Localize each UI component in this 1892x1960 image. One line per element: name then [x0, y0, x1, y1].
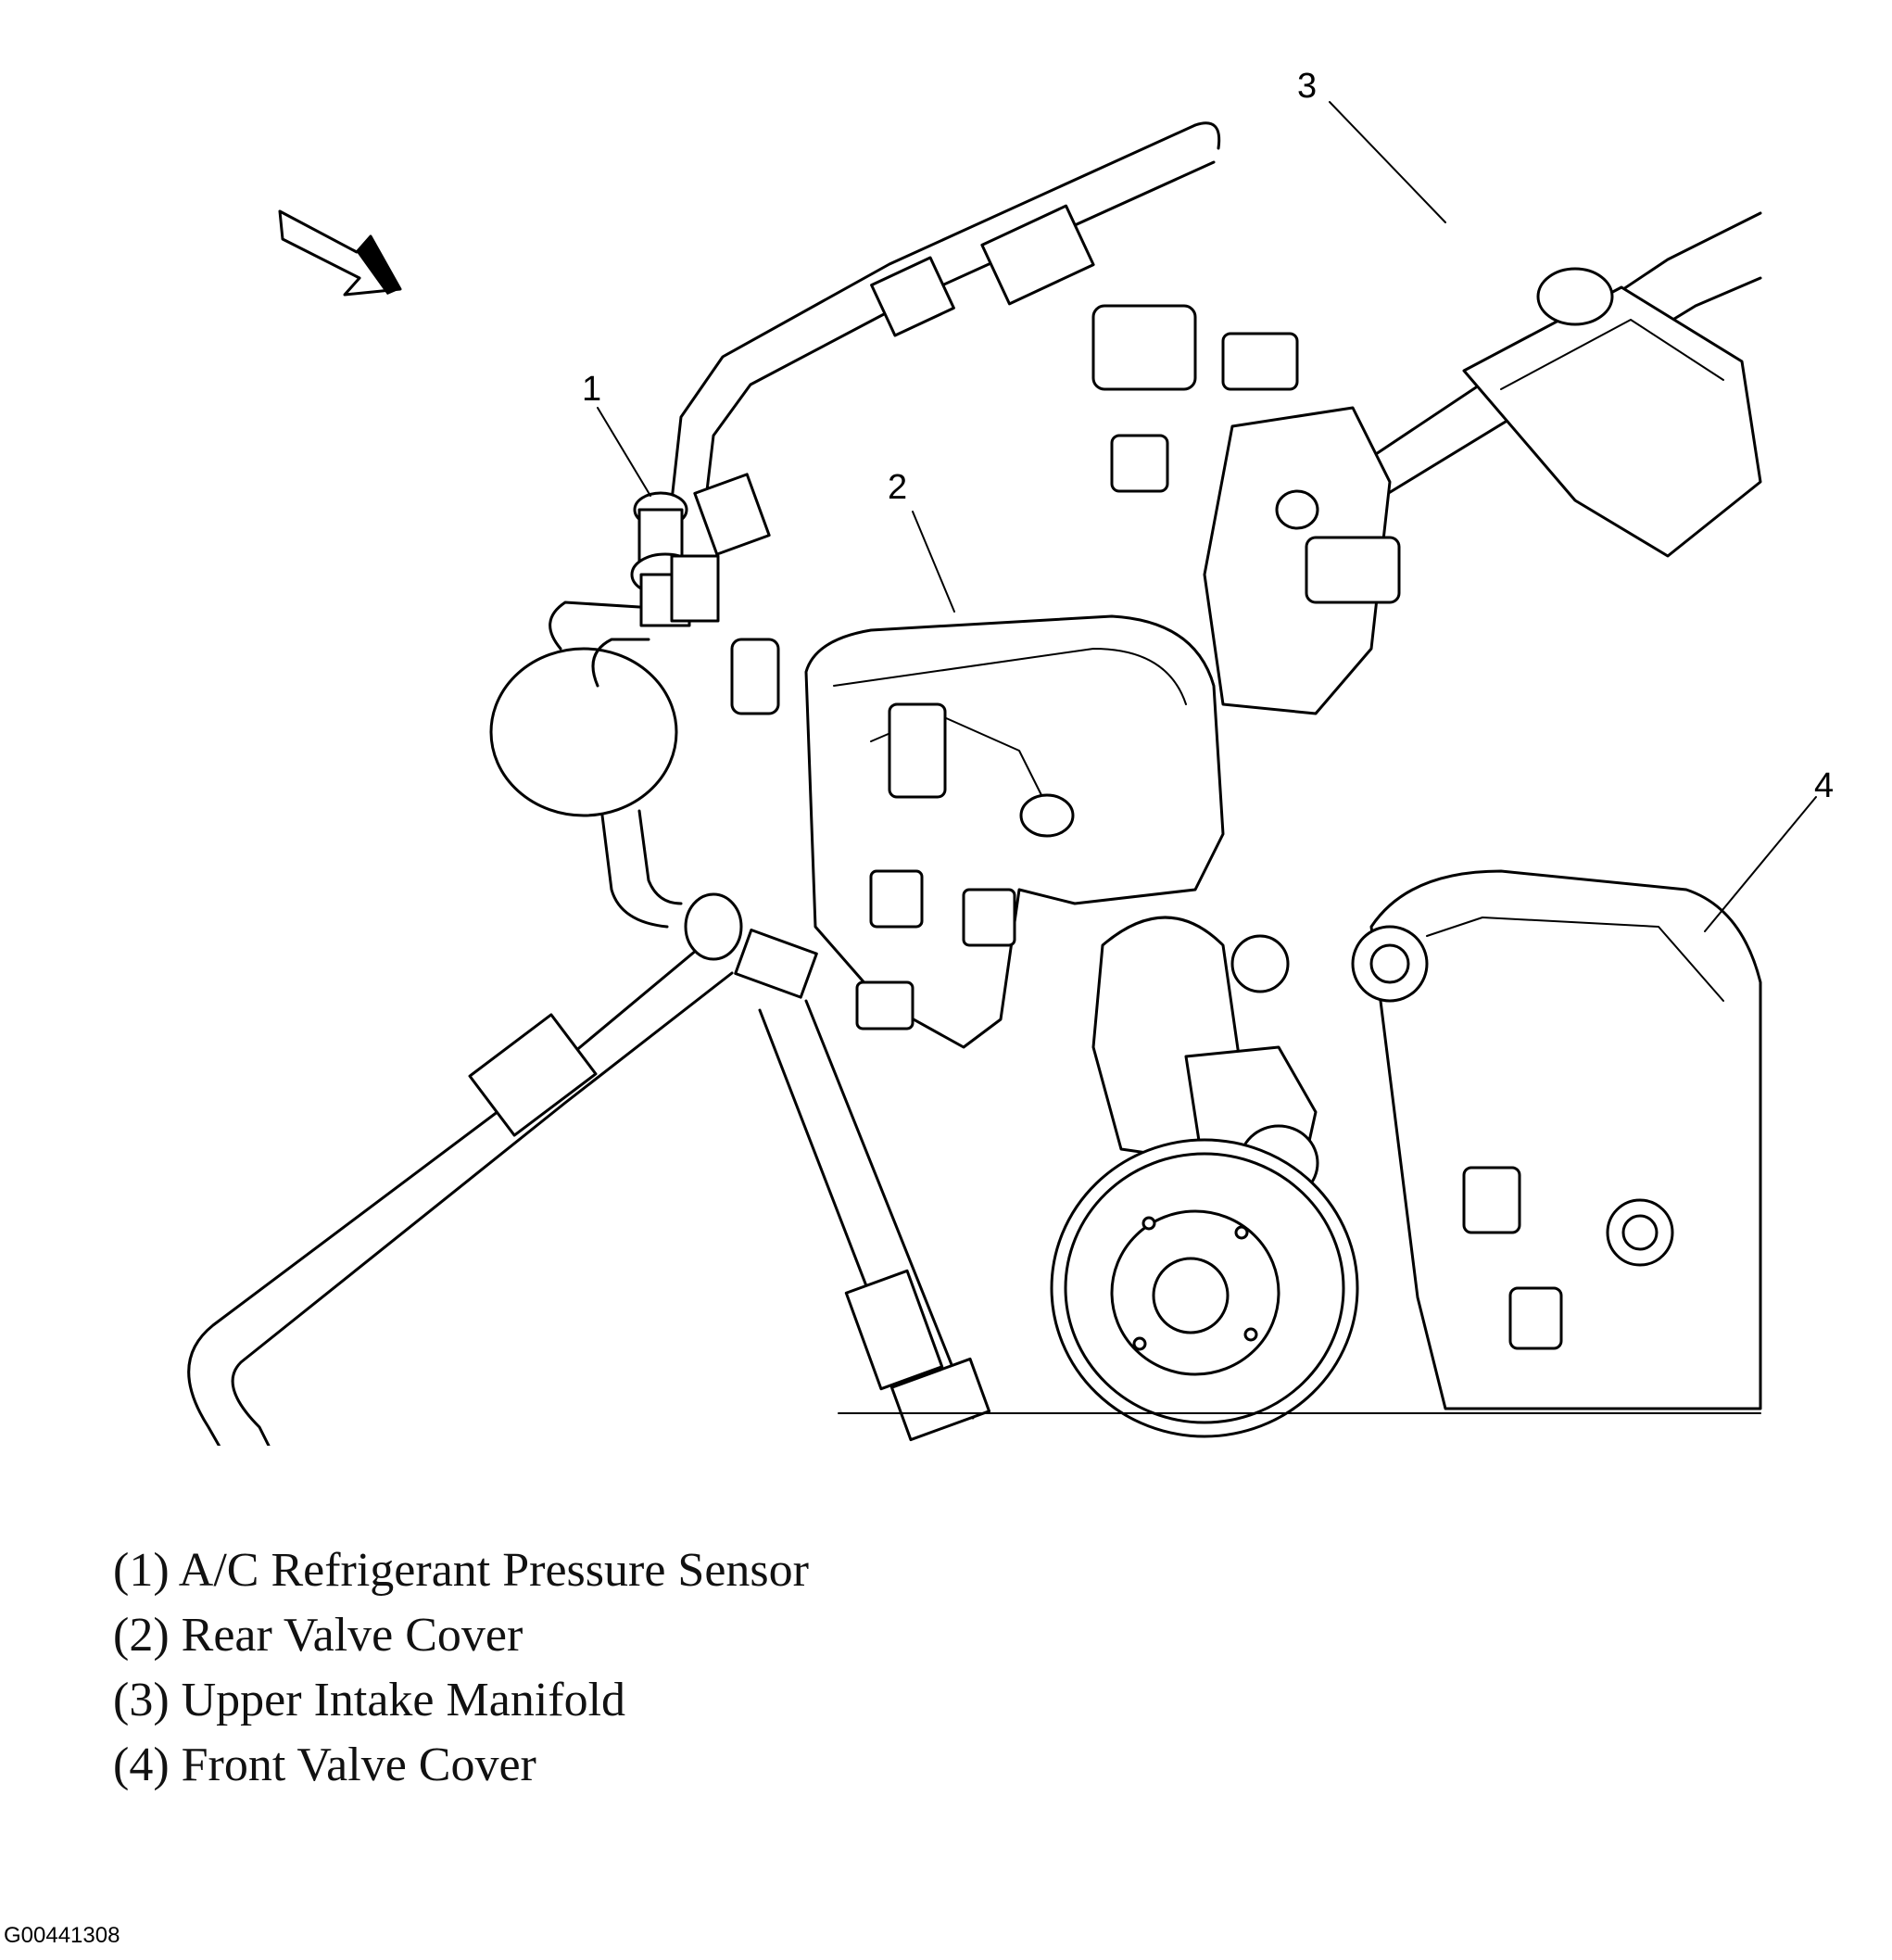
callout-1: 1	[582, 370, 601, 409]
upper-intake-manifold	[1091, 211, 1762, 715]
callout-3: 3	[1297, 67, 1317, 106]
callout-2: 2	[888, 468, 907, 507]
callout-4: 4	[1814, 766, 1834, 805]
ac-refrigerant-line-lower	[187, 892, 818, 1446]
rear-valve-cover	[730, 614, 1225, 1049]
view-direction-arrow	[278, 209, 402, 297]
legend-item-ac-refrigerant-pressure-sensor: (1) A/C Refrigerant Pressure Sensor	[113, 1544, 809, 1597]
figure-id: G00441308	[4, 1923, 120, 1948]
legend-item-front-valve-cover: (4) Front Valve Cover	[113, 1739, 536, 1791]
leader-lines	[597, 101, 1817, 932]
component-legend: (1) A/C Refrigerant Pressure Sensor (2) …	[113, 1538, 809, 1798]
ac-refrigerant-line-upper	[670, 121, 1221, 516]
ac-accumulator	[489, 601, 683, 929]
ac-refrigerant-pressure-sensor	[630, 473, 771, 627]
crankshaft-pulley	[1050, 1138, 1359, 1438]
ac-line-vertical	[758, 999, 991, 1442]
engine-component-diagram: 1 2 3 4	[187, 67, 1834, 1446]
legend-item-upper-intake-manifold: (3) Upper Intake Manifold	[113, 1674, 626, 1726]
front-valve-cover	[1351, 869, 1762, 1410]
legend-item-rear-valve-cover: (2) Rear Valve Cover	[113, 1609, 523, 1662]
